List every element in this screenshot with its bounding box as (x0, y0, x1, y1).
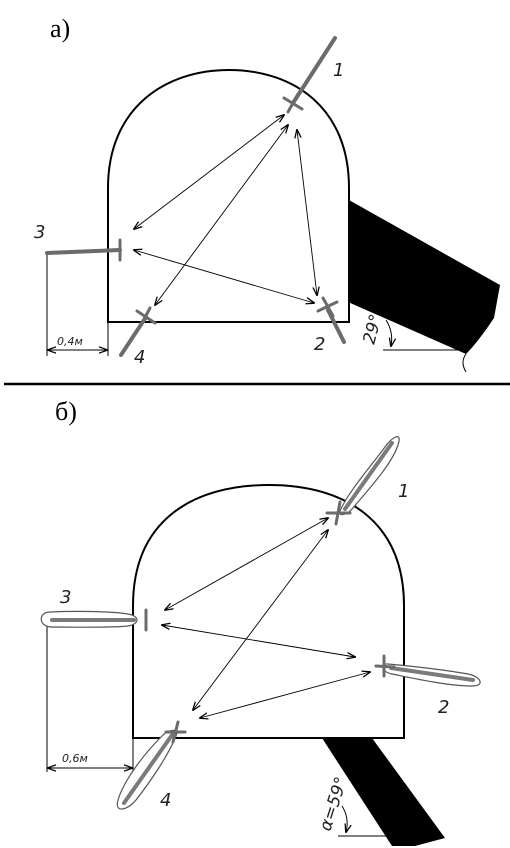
panel-b-angle-arc (341, 805, 347, 832)
panel-b-gallery-outline (132, 483, 405, 739)
panel-a-dim-label: 0,4м (57, 335, 83, 348)
panel-a-sensor-1-label: 1 (333, 60, 344, 81)
panel-a-angle-label: 29° (360, 312, 387, 346)
panel-b: б) α=59° 0,6м (40, 397, 481, 846)
panel-b-sensor-1 (325, 500, 352, 526)
panel-a-sensor-3 (45, 238, 122, 262)
panel-b-label: б) (55, 397, 77, 426)
panel-a-sensor-2 (316, 296, 346, 344)
panel-b-sensor-2 (374, 654, 396, 678)
panel-a: а) 29° 0,4м (34, 14, 500, 373)
panel-b-lobe-1 (338, 436, 400, 516)
panel-a-ray-1-3 (134, 115, 284, 229)
panel-b-ray-3-2 (162, 625, 355, 657)
panel-b-dim-label: 0,6м (62, 752, 88, 765)
panel-a-sensor-1 (282, 36, 337, 114)
panel-a-angle-arc (385, 319, 392, 346)
panel-b-sensor-1-label: 1 (398, 481, 409, 502)
panel-a-label: а) (50, 14, 70, 43)
panel-b-lobe-2 (382, 663, 481, 687)
panel-b-sensor-3-label: 3 (60, 587, 71, 608)
panel-b-ray-1-4 (193, 530, 328, 710)
panel-a-sensor-3-label: 3 (34, 222, 45, 243)
panel-b-sensor-4-label: 4 (160, 790, 171, 811)
panel-a-sensor-4 (119, 306, 157, 357)
panel-a-gallery-outline (107, 68, 350, 323)
panel-a-seam-edge (462, 353, 467, 373)
panel-a-ray-1-4 (155, 125, 288, 305)
panel-b-angle-label: α=59° (316, 774, 352, 833)
panel-a-sensor-2-label: 2 (314, 334, 325, 355)
panel-a-ray-1-2 (297, 130, 317, 295)
panel-b-sensor-4 (164, 720, 187, 744)
panel-a-ray-3-2 (134, 250, 314, 303)
panel-b-sensor-2-label: 2 (438, 697, 449, 718)
panel-b-ray-1-3 (165, 518, 328, 610)
panel-a-coal-seam (348, 200, 500, 354)
panel-b-lobe-3 (40, 610, 138, 628)
panel-b-coal-seam (322, 738, 445, 846)
panel-b-ray-2-4 (200, 672, 370, 718)
panel-a-sensor-4-label: 4 (134, 347, 145, 368)
